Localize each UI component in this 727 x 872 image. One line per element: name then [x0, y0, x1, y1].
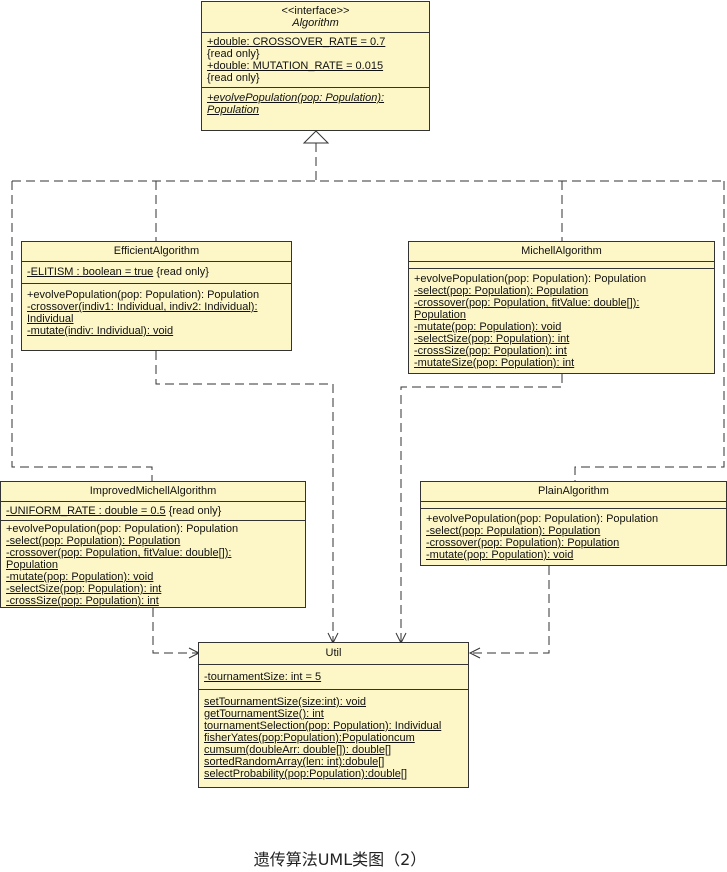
operations-section: +evolvePopulation(pop: Population): Popu… [421, 509, 726, 564]
class-header: PlainAlgorithm [421, 482, 726, 502]
class-michell-algorithm[interactable]: MichellAlgorithm +evolvePopulation(pop: … [408, 241, 715, 374]
operation-get-tournament-size: getTournamentSize(): int [204, 708, 324, 720]
dependency-michell-util [400, 374, 563, 642]
class-name: ImprovedMichellAlgorithm [89, 485, 217, 497]
operation-tournament-selection: tournamentSelection(pop: Population): In… [204, 720, 442, 732]
operation-fisher-yates: fisherYates(pop:Population):Populationcu… [204, 732, 415, 744]
operations-section: +evolvePopulation(pop: Population): Popu… [409, 269, 714, 372]
attributes-section [409, 262, 714, 269]
class-algorithm[interactable]: <<interface>> Algorithm +double: CROSSOV… [201, 1, 430, 131]
dependency-improved-util [152, 608, 198, 654]
stereotype-label: <<interface>> [281, 5, 350, 17]
attributes-section: -tournamentSize: int = 5 [199, 665, 468, 690]
dependency-plain-util [470, 566, 550, 654]
class-name: PlainAlgorithm [538, 485, 609, 497]
operation-evolve-population: +evolvePopulation(pop: Population): Popu… [414, 273, 647, 285]
class-name: Util [325, 647, 342, 659]
class-improved-michell-algorithm[interactable]: ImprovedMichellAlgorithm -UNIFORM_RATE :… [0, 481, 306, 608]
attribute-elitism: -ELITISM : boolean = true {read only} [27, 266, 209, 278]
attribute-tournament-size: -tournamentSize: int = 5 [204, 671, 322, 683]
operation-select-size: -selectSize(pop: Population): int [6, 583, 162, 595]
realization-arrowhead [302, 130, 330, 144]
class-header: Util [199, 643, 468, 665]
dependency-arrowhead-plain [468, 647, 481, 659]
class-name: Algorithm [292, 17, 339, 29]
operation-select-probability: selectProbability(pop:Population):double… [204, 768, 408, 780]
class-name: EfficientAlgorithm [113, 245, 200, 257]
operation-crossover: -crossover(indiv1: Individual, indiv2: I… [27, 301, 258, 313]
attributes-section: -UNIFORM_RATE : double = 0.5 {read only} [1, 502, 305, 521]
operation-select: -select(pop: Population): Population [6, 535, 181, 547]
operation-evolve-population: +evolvePopulation(pop: Population): Popu… [6, 523, 239, 535]
operation-cross-size: -crossSize(pop: Population): int [6, 595, 159, 607]
operations-section: +evolvePopulation(pop: Population): Popu… [1, 521, 305, 610]
class-efficient-algorithm[interactable]: EfficientAlgorithm -ELITISM : boolean = … [21, 241, 292, 351]
operation-mutate: -mutate(pop: Population): void [426, 549, 574, 561]
operation-select: -select(pop: Population): Population [414, 285, 589, 297]
realization-improved [11, 181, 153, 481]
attributes-section: -ELITISM : boolean = true {read only} [22, 262, 291, 284]
operation-select-size: -selectSize(pop: Population): int [414, 333, 570, 345]
operation-sorted-random-array: sortedRandomArray(len: int):dobule[] [204, 756, 385, 768]
operations-section: setTournamentSize(size:int): void getTou… [199, 690, 468, 783]
class-header: <<interface>> Algorithm [202, 2, 429, 33]
operation-set-tournament-size: setTournamentSize(size:int): void [204, 696, 367, 708]
operation-return-type: Population [207, 104, 259, 116]
operation-mutate: -mutate(pop: Population): void [414, 321, 562, 333]
attribute-uniform-rate-text: -UNIFORM_RATE : double = 0.5 [6, 505, 166, 517]
attributes-section: +double: CROSSOVER_RATE = 0.7 {read only… [202, 33, 429, 88]
operation-select: -select(pop: Population): Population [426, 525, 601, 537]
operation-mutate: -mutate(indiv: Individual): void [27, 325, 174, 337]
class-header: EfficientAlgorithm [22, 242, 291, 262]
operation-crossover: -crossover(pop: Population): Population [426, 537, 620, 549]
attribute-modifier: {read only} [153, 266, 209, 278]
attribute-crossover-rate: +double: CROSSOVER_RATE = 0.7 [207, 36, 386, 48]
attributes-section [421, 502, 726, 509]
operation-evolve-population: +evolvePopulation(pop: Population): [207, 92, 385, 104]
class-name: MichellAlgorithm [521, 245, 602, 257]
class-plain-algorithm[interactable]: PlainAlgorithm +evolvePopulation(pop: Po… [420, 481, 727, 566]
operation-crossover-return: Population [6, 559, 58, 571]
operations-section: +evolvePopulation(pop: Population): Popu… [202, 88, 429, 119]
operation-mutate-size: -mutateSize(pop: Population): int [414, 357, 575, 369]
class-util[interactable]: Util -tournamentSize: int = 5 setTournam… [198, 642, 469, 788]
operation-cross-size: -crossSize(pop: Population): int [414, 345, 567, 357]
operation-mutate: -mutate(pop: Population): void [6, 571, 154, 583]
operation-evolve-population: +evolvePopulation(pop: Population): Popu… [426, 513, 659, 525]
attribute-modifier: {read only} [165, 505, 222, 517]
attribute-elitism-text: -ELITISM : boolean = true [27, 266, 154, 278]
dependency-efficient-util [155, 351, 334, 642]
operation-crossover-return: Population [414, 309, 466, 321]
attribute-modifier: {read only} [207, 72, 260, 84]
attribute-modifier: {read only} [207, 48, 260, 60]
operation-evolve-population: +evolvePopulation(pop: Population): Popu… [27, 289, 260, 301]
realization-plain [574, 181, 725, 481]
attribute-mutation-rate: +double: MUTATION_RATE = 0.015 [207, 60, 384, 72]
operation-crossover: -crossover(pop: Population, fitValue: do… [6, 547, 232, 559]
attribute-uniform-rate: -UNIFORM_RATE : double = 0.5 {read only} [6, 505, 221, 517]
diagram-caption: 遗传算法UML类图（2） [253, 850, 427, 869]
operation-crossover: -crossover(pop: Population, fitValue: do… [414, 297, 640, 309]
operations-section: +evolvePopulation(pop: Population): Popu… [22, 284, 291, 340]
operation-cumsum: cumsum(doubleArr: double[]): double[] [204, 744, 392, 756]
class-header: ImprovedMichellAlgorithm [1, 482, 305, 502]
operation-crossover-return: Individual [27, 313, 74, 325]
class-header: MichellAlgorithm [409, 242, 714, 262]
